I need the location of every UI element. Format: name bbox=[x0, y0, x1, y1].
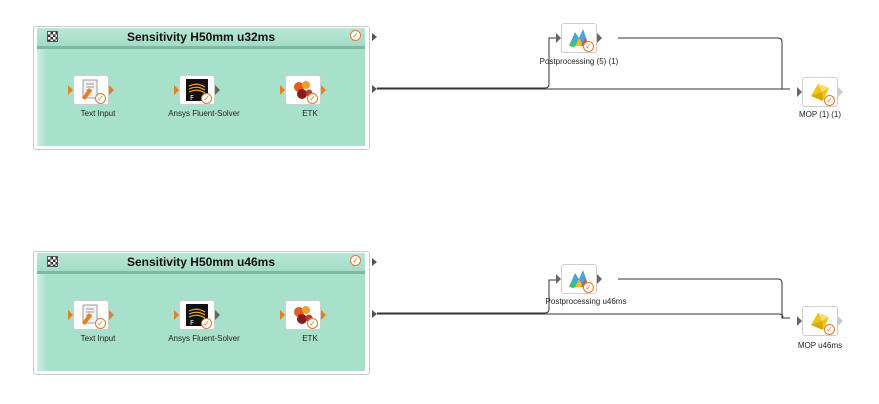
check-icon: ✓ bbox=[95, 318, 106, 329]
check-icon: ✓ bbox=[201, 93, 212, 104]
node-text-input[interactable]: ✓ bbox=[68, 75, 114, 105]
node-label: Text Input bbox=[80, 109, 116, 118]
node-mop[interactable]: ✓ bbox=[797, 306, 843, 336]
output-port[interactable] bbox=[321, 85, 326, 95]
checkered-flag-icon bbox=[47, 31, 58, 42]
check-icon: ✓ bbox=[201, 318, 212, 329]
check-icon: ✓ bbox=[95, 93, 106, 104]
check-icon: ✓ bbox=[824, 95, 835, 106]
output-port[interactable] bbox=[838, 316, 843, 326]
node-etk[interactable]: ✓ bbox=[280, 75, 326, 105]
node-etk[interactable]: ✓ bbox=[280, 300, 326, 330]
node-label: Ansys Fluent-Solver bbox=[168, 109, 240, 118]
node-text-input[interactable]: ✓ bbox=[68, 300, 114, 330]
node-label: ETK bbox=[302, 109, 318, 118]
input-port[interactable] bbox=[797, 316, 802, 326]
node-postprocessing[interactable]: ✓ bbox=[556, 23, 602, 53]
output-port[interactable] bbox=[109, 310, 114, 320]
node-label: MOP (1) (1) bbox=[798, 110, 842, 119]
node-label: Postprocessing u46ms bbox=[545, 297, 627, 306]
check-icon: ✓ bbox=[824, 324, 835, 335]
node-label: Text Input bbox=[80, 334, 116, 343]
node-box bbox=[802, 306, 838, 336]
node-label: MOP u46ms bbox=[797, 341, 843, 350]
check-icon: ✓ bbox=[583, 41, 594, 52]
output-port-arrow[interactable] bbox=[372, 258, 377, 266]
check-icon: ✓ bbox=[583, 282, 594, 293]
check-icon: ✓ bbox=[350, 30, 361, 41]
output-port[interactable] bbox=[597, 33, 602, 43]
node-label: Postprocessing (5) (1) bbox=[539, 57, 619, 66]
svg-text:F: F bbox=[190, 319, 194, 327]
input-port[interactable] bbox=[68, 310, 73, 320]
node-box bbox=[285, 300, 321, 330]
node-label: Ansys Fluent-Solver bbox=[168, 334, 240, 343]
output-port-arrow[interactable] bbox=[372, 310, 377, 318]
node-fluent-solver[interactable]: F ✓ bbox=[174, 75, 220, 105]
checkered-flag-icon bbox=[47, 256, 58, 267]
output-port-arrow[interactable] bbox=[372, 85, 377, 93]
input-port[interactable] bbox=[174, 310, 179, 320]
system-title: Sensitivity H50mm u46ms bbox=[126, 255, 276, 269]
input-port[interactable] bbox=[556, 33, 561, 43]
system-title: Sensitivity H50mm u32ms bbox=[126, 30, 276, 44]
input-port[interactable] bbox=[556, 274, 561, 284]
output-port[interactable] bbox=[109, 85, 114, 95]
input-port[interactable] bbox=[174, 85, 179, 95]
system-left-bar bbox=[37, 49, 47, 146]
check-icon: ✓ bbox=[307, 93, 318, 104]
input-port[interactable] bbox=[797, 87, 802, 97]
output-port[interactable] bbox=[838, 87, 843, 97]
output-port[interactable] bbox=[321, 310, 326, 320]
input-port[interactable] bbox=[280, 310, 285, 320]
node-mop[interactable]: ✓ bbox=[797, 77, 843, 107]
text-input-icon bbox=[82, 304, 98, 325]
node-label: ETK bbox=[302, 334, 318, 343]
input-port[interactable] bbox=[280, 85, 285, 95]
system-left-bar bbox=[37, 274, 47, 371]
system-title-bar[interactable]: Sensitivity H50mm u32ms bbox=[37, 28, 365, 49]
node-fluent-solver[interactable]: F ✓ bbox=[174, 300, 220, 330]
output-port[interactable] bbox=[597, 274, 602, 284]
output-port[interactable] bbox=[215, 85, 220, 95]
node-postprocessing[interactable]: ✓ bbox=[556, 264, 602, 294]
check-icon: ✓ bbox=[307, 318, 318, 329]
input-port[interactable] bbox=[68, 85, 73, 95]
system-title-bar[interactable]: Sensitivity H50mm u46ms bbox=[37, 253, 365, 274]
text-input-icon bbox=[82, 79, 98, 100]
output-port[interactable] bbox=[215, 310, 220, 320]
output-port-arrow[interactable] bbox=[372, 33, 377, 41]
check-icon: ✓ bbox=[350, 255, 361, 266]
etk-icon bbox=[294, 306, 313, 324]
svg-text:F: F bbox=[190, 94, 194, 102]
